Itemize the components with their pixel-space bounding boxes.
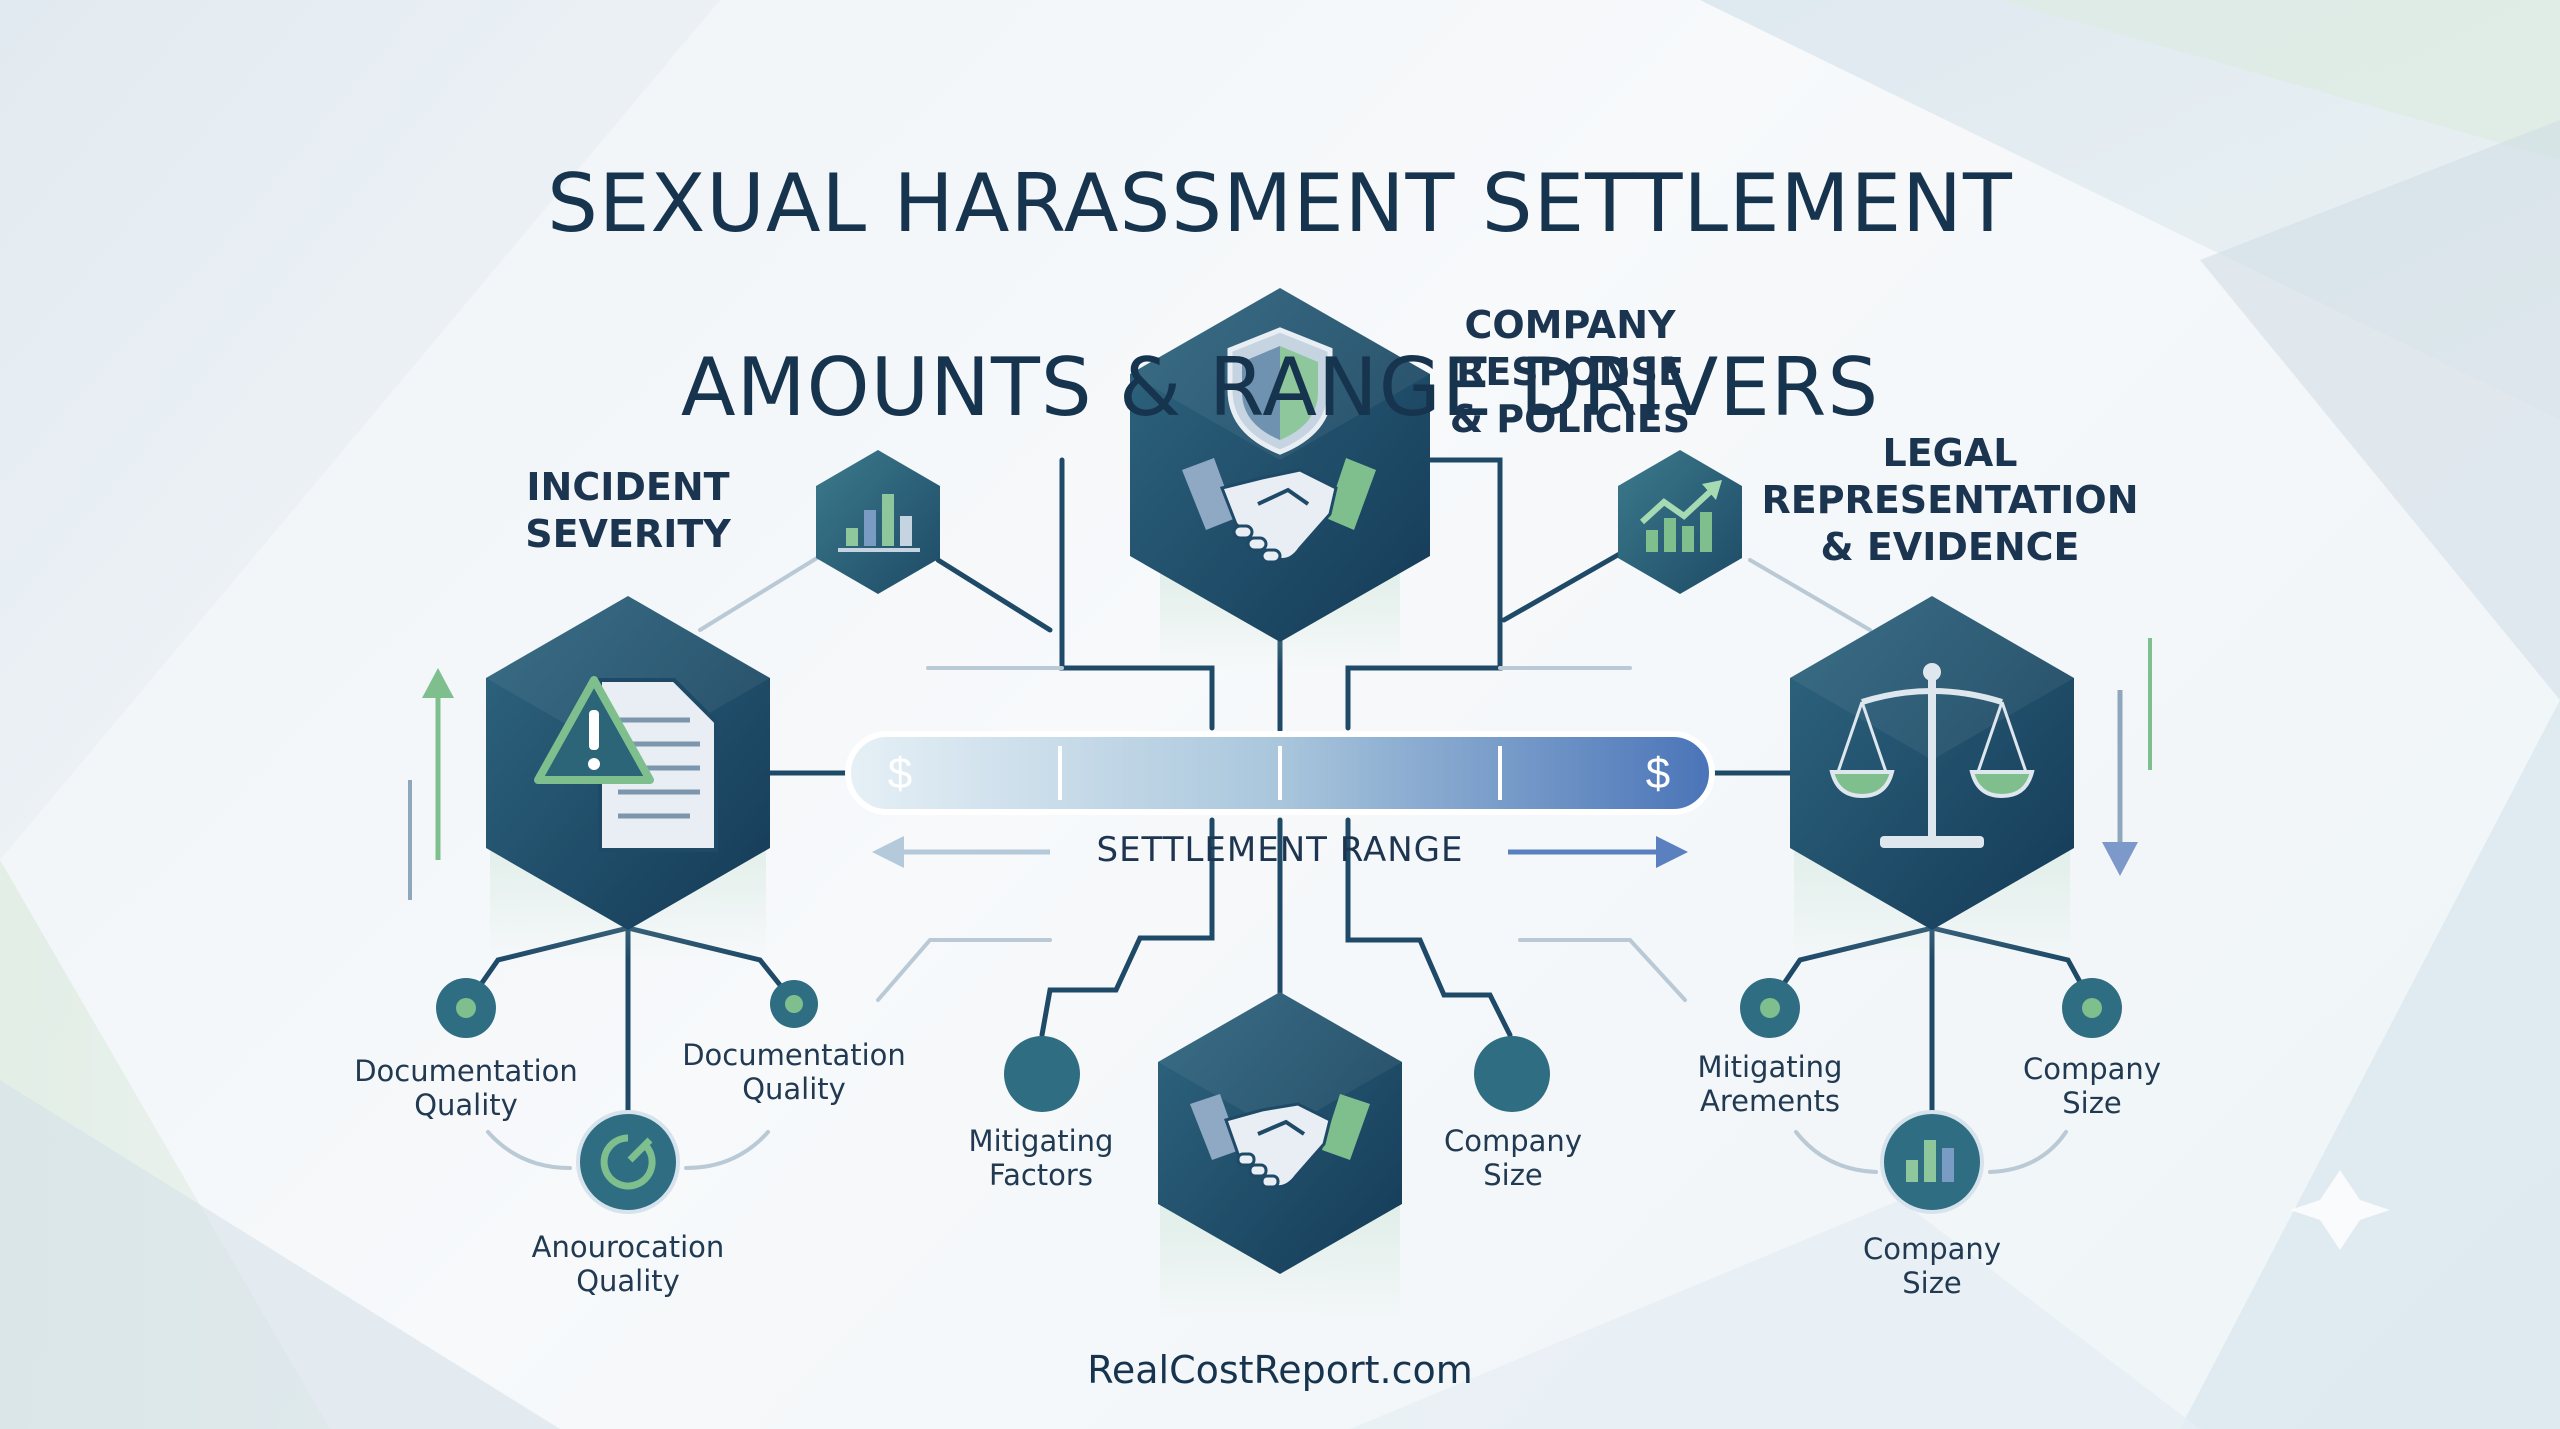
trend-chart-hex bbox=[1618, 450, 1742, 594]
node-label-center-left: Mitigating Factors bbox=[968, 1124, 1114, 1192]
handshake-icon bbox=[1182, 458, 1376, 564]
settlement-range-bar: $ $ bbox=[845, 731, 1715, 815]
shield-icon bbox=[1227, 327, 1333, 455]
footer-website: RealCostReport.com bbox=[1087, 1348, 1473, 1392]
hub-label-company-response: COMPANY RESPONSE & POLICIES bbox=[1449, 303, 1691, 441]
node-label-left-left: Documentation Quality bbox=[354, 1054, 578, 1122]
down-arrow-icon bbox=[2102, 638, 2152, 876]
node-label-center-right: Company Size bbox=[1444, 1124, 1582, 1192]
legal-representation-hex bbox=[1790, 596, 2074, 930]
settlement-range-label: SETTLEMENT RANGE bbox=[1096, 830, 1464, 870]
node-label-right-bottom: Company Size bbox=[1863, 1232, 2001, 1300]
bar-chart-icon bbox=[838, 494, 920, 552]
warning-document-icon bbox=[534, 676, 718, 852]
node-label-right-right: Company Size bbox=[2023, 1052, 2161, 1120]
range-high-symbol: $ bbox=[1646, 749, 1670, 798]
bar-node bbox=[1880, 1110, 1984, 1214]
up-arrow-icon bbox=[408, 668, 454, 900]
node-label-left-bottom: Anourocation Quality bbox=[531, 1230, 725, 1298]
trend-chart-icon bbox=[1639, 480, 1722, 552]
handshake-icon bbox=[1190, 1094, 1370, 1189]
scales-icon bbox=[1829, 663, 2035, 848]
hub-label-legal-representation: LEGAL REPRESENTATION & EVIDENCE bbox=[1761, 431, 2139, 569]
title-line-1: SEXUAL HARASSMENT SETTLEMENT bbox=[547, 157, 2013, 250]
bar-chart-hex bbox=[816, 450, 940, 594]
range-low-symbol: $ bbox=[888, 749, 912, 798]
node-dots bbox=[436, 978, 2122, 1112]
node-label-right-left: Mitigating Arements bbox=[1697, 1050, 1843, 1118]
target-node bbox=[576, 1110, 680, 1214]
page-title: SEXUAL HARASSMENT SETTLEMENT AMOUNTS & R… bbox=[280, 66, 2280, 526]
title-line-2: AMOUNTS & RANGE DRIVERS bbox=[680, 341, 1880, 434]
center-bottom-hex bbox=[1158, 992, 1402, 1274]
hub-label-incident-severity: INCIDENT SEVERITY bbox=[525, 465, 731, 556]
incident-severity-hex bbox=[486, 596, 770, 930]
company-response-hex bbox=[1130, 288, 1430, 642]
range-arrows bbox=[872, 836, 1688, 868]
node-label-left-right: Documentation Quality bbox=[682, 1038, 906, 1106]
